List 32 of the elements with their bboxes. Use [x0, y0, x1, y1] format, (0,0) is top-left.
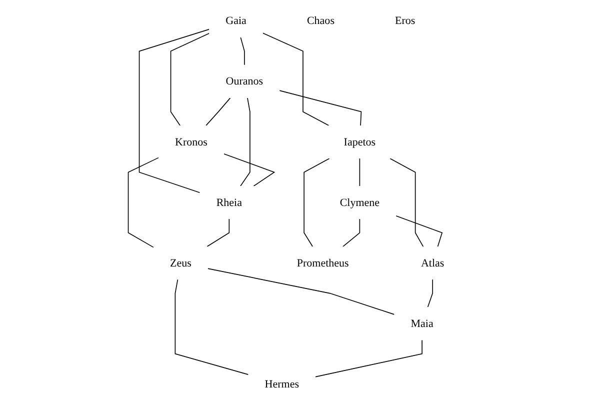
connector: [262, 32, 330, 126]
node-text: Hermes: [264, 378, 300, 390]
node-text: Kronos: [175, 136, 208, 148]
node-text: Iapetos: [344, 136, 376, 148]
connector: [240, 37, 245, 66]
connector: [390, 158, 424, 247]
connector: [224, 153, 276, 186]
connector: [315, 340, 422, 378]
node-text: Clymene: [340, 196, 380, 209]
connector: [206, 98, 231, 126]
node-text: Eros: [395, 14, 416, 27]
connector: [208, 268, 395, 315]
connector: [304, 158, 330, 247]
connector: [359, 158, 360, 186]
node-text: Gaia: [226, 14, 246, 27]
node-text: Zeus: [170, 256, 192, 270]
node-text: Chaos: [306, 14, 334, 27]
connector: [170, 32, 210, 126]
node-text: Maia: [410, 318, 434, 330]
connector: [206, 218, 230, 247]
node-text: Atlas: [420, 256, 444, 270]
connector: [279, 90, 362, 126]
connector: [396, 215, 443, 247]
connector: [128, 157, 159, 248]
node-text: Ouranos: [226, 75, 264, 88]
node-text: Rheia: [216, 196, 242, 209]
connector: [240, 98, 250, 186]
connector: [138, 28, 210, 194]
connector: [427, 279, 434, 308]
connector: [174, 279, 249, 375]
connector: [342, 218, 360, 247]
node-text: Prometheus: [296, 256, 349, 270]
